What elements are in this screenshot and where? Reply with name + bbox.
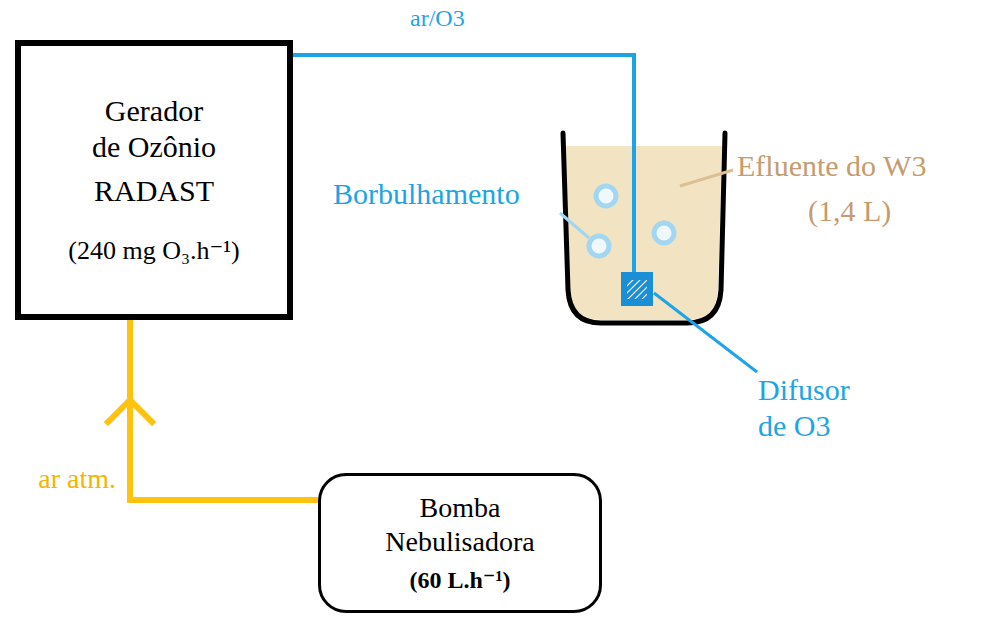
diffuser-label: Difusor de O3 bbox=[758, 372, 858, 444]
bubble bbox=[654, 223, 674, 243]
ozone-line bbox=[293, 55, 634, 273]
node-text: Gerador de Ozônio bbox=[90, 93, 219, 165]
bubbling-label: Borbulhamento bbox=[333, 176, 520, 212]
node-text: (240 mg O₃.h⁻¹) bbox=[68, 235, 239, 266]
edge-label: ar atm. bbox=[36, 462, 118, 496]
generator-box: Gerador de OzônioRADAST (240 mg O₃.h⁻¹) bbox=[15, 40, 293, 320]
bubble bbox=[596, 186, 616, 206]
pump-box: Bomba Nebulisadora (60 L.h⁻¹) bbox=[318, 473, 602, 613]
volume-label: (1,4 L) bbox=[808, 193, 891, 229]
leader-line bbox=[560, 213, 589, 238]
bubble bbox=[589, 236, 609, 256]
connector-line bbox=[130, 320, 318, 500]
gas-label: ar/O3 bbox=[410, 4, 465, 33]
air-connector bbox=[108, 320, 318, 500]
beaker-outline bbox=[563, 133, 725, 323]
leader-line bbox=[680, 170, 733, 186]
node-text: Bomba Nebulisadora bbox=[378, 491, 543, 558]
node-text: (60 L.h⁻¹) bbox=[409, 566, 510, 595]
arrow-head bbox=[108, 400, 152, 422]
liquid bbox=[566, 146, 722, 320]
effluent-label: Efluente do W3 bbox=[737, 148, 926, 184]
diffuser-hatch bbox=[627, 280, 647, 299]
leader-line bbox=[654, 293, 757, 372]
diffuser bbox=[621, 272, 653, 306]
node-text: RADAST bbox=[94, 173, 214, 209]
